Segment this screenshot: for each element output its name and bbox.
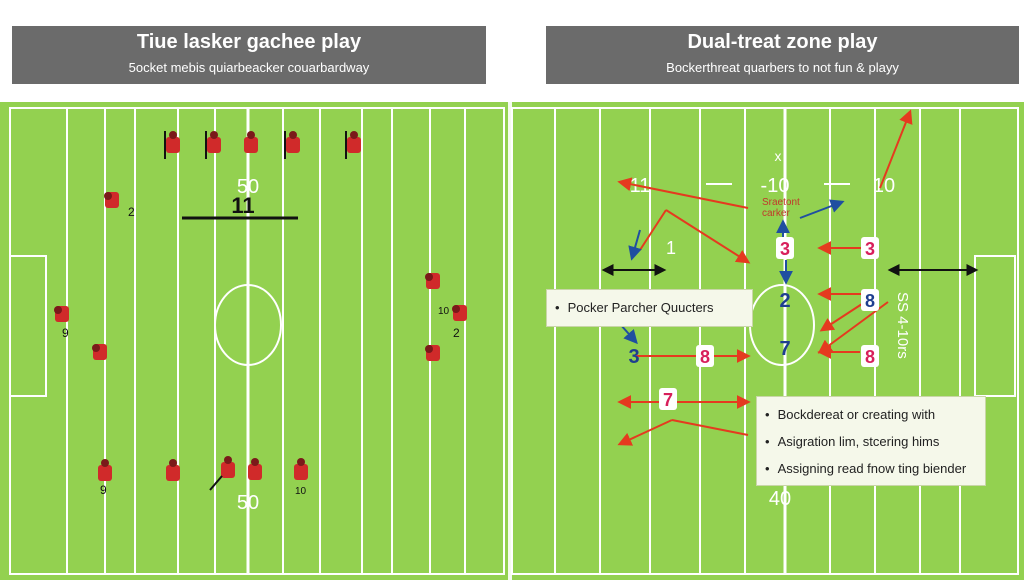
side-vertical-label: SS 4-10rs xyxy=(894,292,911,359)
bullet-icon: • xyxy=(555,300,560,315)
left-play-title: Tiue lasker gachee play xyxy=(136,31,362,53)
svg-text:2: 2 xyxy=(779,290,790,312)
jersey-number-marker: 3 xyxy=(628,346,639,368)
player-marker xyxy=(209,456,235,491)
player-number-label: 9 xyxy=(62,326,69,340)
player-number-label: 9 xyxy=(100,483,107,497)
note-card-top: • Pocker Parcher Quucters xyxy=(546,289,753,327)
player-marker xyxy=(54,306,69,322)
note-row: • Asigration lim, stcering hims xyxy=(765,434,939,449)
yard-number-top: 50 xyxy=(237,176,259,198)
player-marker xyxy=(164,131,180,159)
player-number-label: 2 xyxy=(128,205,135,219)
player-marker xyxy=(425,345,440,361)
right-play-banner: Dual-treat zone play Bockerthreat quarbe… xyxy=(546,26,1019,84)
route-arrows-blue xyxy=(619,199,845,345)
left-field-lines xyxy=(9,107,505,575)
svg-text:3: 3 xyxy=(780,239,790,259)
jersey-number-marker: 2 xyxy=(779,290,790,312)
player-number-label: 2 xyxy=(453,326,460,340)
player-marker xyxy=(345,131,361,159)
svg-text:7: 7 xyxy=(663,390,673,410)
note-card-bottom: • Bockdereat or creating with • Asigration… xyxy=(756,396,986,486)
player-marker xyxy=(248,458,262,480)
player-marker xyxy=(205,131,221,159)
jersey-number-marker: 3 xyxy=(861,237,879,259)
player-number-label: 10 xyxy=(438,306,450,317)
yard-number-bottom-right: 40 xyxy=(769,488,791,510)
note-text: Asigration lim, stcering hims xyxy=(777,434,940,449)
panel-divider xyxy=(508,102,512,580)
svg-text:3: 3 xyxy=(865,239,875,259)
yard-hash-number: 1 xyxy=(666,238,676,258)
player-marker xyxy=(284,131,300,159)
svg-text:8: 8 xyxy=(865,347,875,367)
jersey-number-marker: 8 xyxy=(861,345,879,367)
player-marker xyxy=(244,131,258,153)
svg-text:3: 3 xyxy=(628,346,639,368)
note-row: • Pocker Parcher Quucters xyxy=(555,300,714,315)
right-field-lines xyxy=(511,107,1019,575)
svg-text:8: 8 xyxy=(700,347,710,367)
player-marker xyxy=(92,344,107,360)
note-row: • Assigning read fnow ting biender xyxy=(765,461,966,476)
note-text: Pocker Parcher Quucters xyxy=(567,300,714,315)
player-marker xyxy=(98,459,112,481)
yard-number-bottom: 50 xyxy=(237,492,259,514)
note-text: Assigning read fnow ting biender xyxy=(777,461,967,476)
marker-x: x xyxy=(775,148,782,164)
svg-text:7: 7 xyxy=(779,338,790,360)
player-marker xyxy=(294,458,308,480)
bullet-icon: • xyxy=(765,434,770,449)
player-number-label: 10 xyxy=(295,486,307,497)
jersey-number-marker: 3 xyxy=(776,237,794,259)
callout-label: Sraetont carker xyxy=(762,197,803,219)
yard-number-right: 10 xyxy=(873,175,895,197)
los-label: 11 xyxy=(231,193,254,218)
note-text: Bockdereat or creating with xyxy=(777,407,936,422)
player-marker xyxy=(425,273,440,289)
yard-number-mid: -10 xyxy=(761,175,790,197)
jersey-number-marker: 8 xyxy=(861,289,879,311)
bullet-icon: • xyxy=(765,461,770,476)
svg-text:8: 8 xyxy=(865,291,875,311)
football-field: 50 11 50 2 9 2 9 10 10 11 -10 10 40 x 1 … xyxy=(0,102,1024,580)
note-row: • Bockdereat or creating with xyxy=(765,407,935,422)
right-play-subtitle: Bockerthreat quarbers to not fun & playy xyxy=(666,60,899,75)
left-play-banner: Tiue lasker gachee play 5ocket mebis qui… xyxy=(12,26,486,84)
jersey-number-marker: 7 xyxy=(659,388,677,410)
player-marker xyxy=(166,459,180,481)
player-marker xyxy=(452,305,467,321)
right-play-title: Dual-treat zone play xyxy=(687,31,878,53)
left-play-subtitle: 5ocket mebis quiarbeacker couarbardway xyxy=(128,60,370,75)
player-marker xyxy=(104,192,119,208)
bullet-icon: • xyxy=(765,407,770,422)
jersey-number-marker: 8 xyxy=(696,345,714,367)
jersey-number-marker: 7 xyxy=(779,338,790,360)
